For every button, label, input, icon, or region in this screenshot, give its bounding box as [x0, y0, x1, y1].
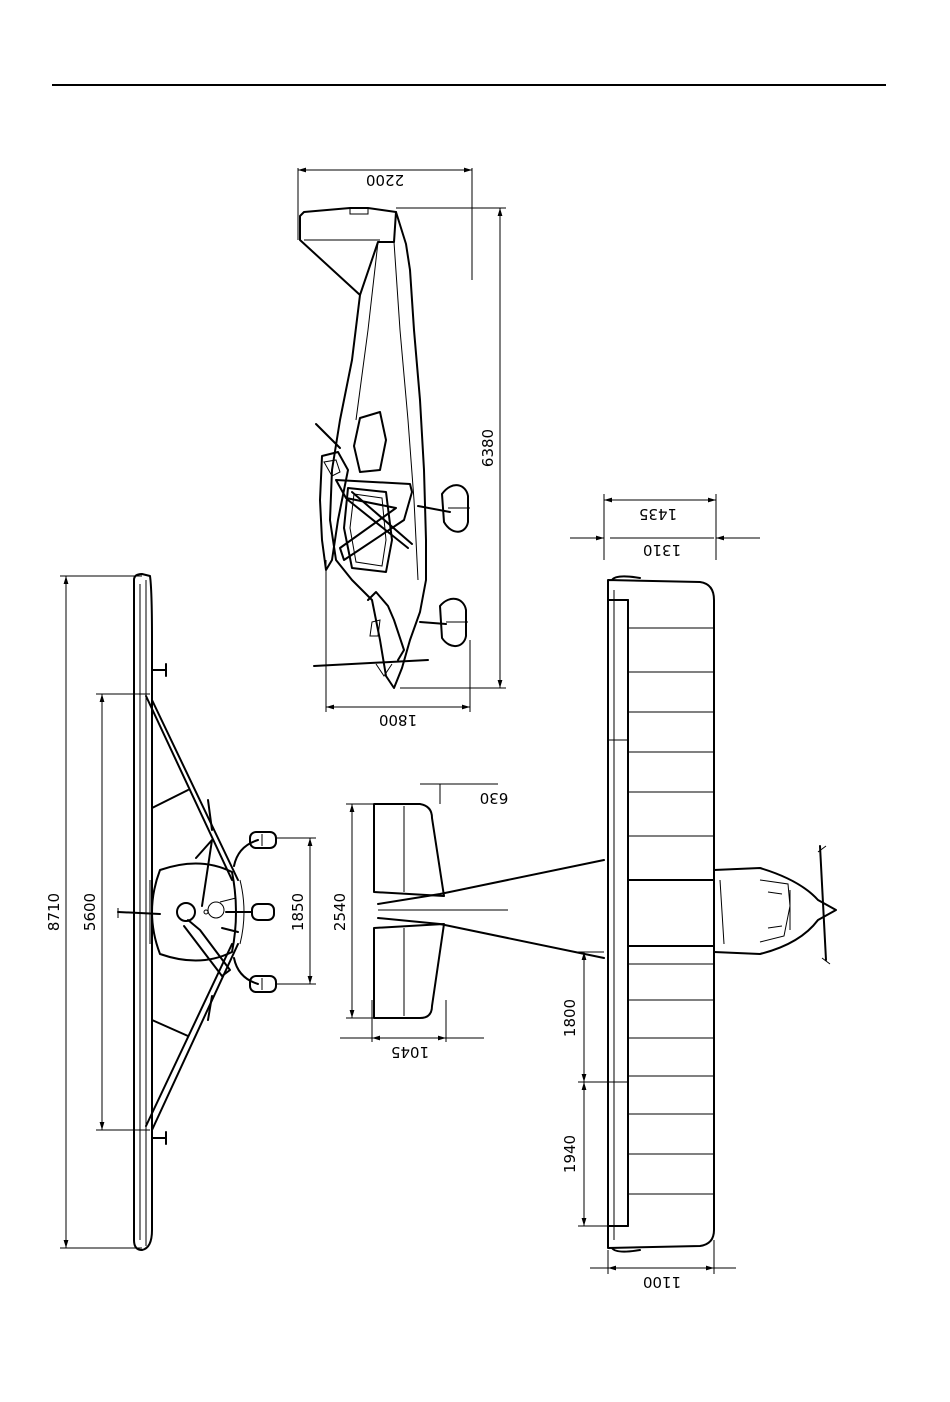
top-view [340, 494, 836, 1274]
dim-side-fuselage-length: 6380 [479, 429, 497, 467]
dim-top-chord-outer: 1435 [639, 505, 677, 523]
dim-front-strut-span: 5600 [81, 893, 99, 931]
dim-front-track: 1850 [289, 893, 307, 931]
dim-tail-chord: 1045 [391, 1043, 429, 1061]
dim-side-height: 1800 [379, 711, 417, 729]
dim-aileron-span: 1940 [561, 1135, 579, 1173]
dim-wing-chord: 1100 [643, 1273, 681, 1291]
side-view [298, 168, 506, 712]
dim-tail-offset: 630 [480, 789, 509, 807]
dim-tail-span: 2540 [331, 893, 349, 931]
dim-flap-span: 1800 [561, 999, 579, 1037]
wing-ribs [628, 628, 714, 1194]
dim-side-length: 2200 [366, 171, 404, 189]
dim-front-span: 8710 [45, 893, 63, 931]
dim-top-chord-inner: 1310 [643, 541, 681, 559]
